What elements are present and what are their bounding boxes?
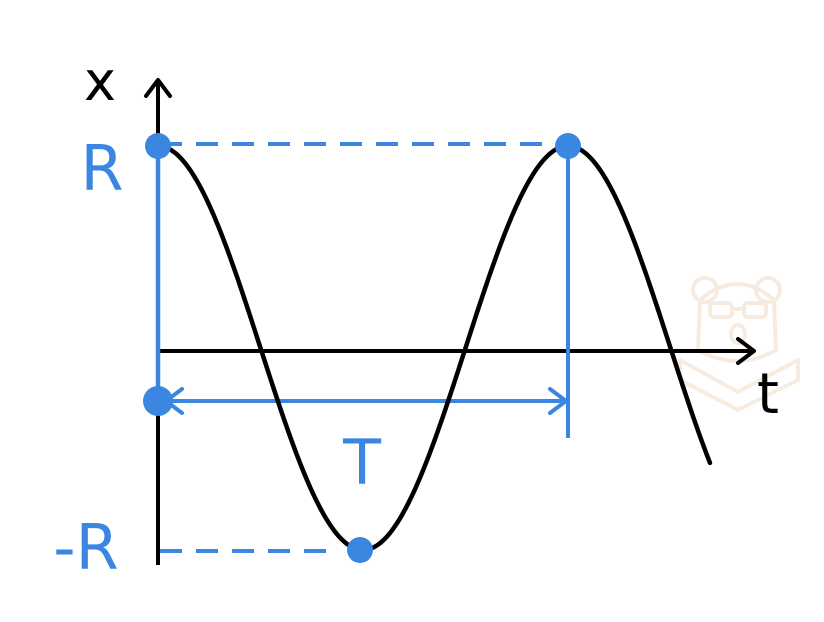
t-axis-arrowhead (736, 337, 756, 365)
period-arrowhead-right (548, 387, 568, 415)
period-label: T (342, 426, 382, 499)
period-start-point (143, 386, 173, 416)
bear-with-glasses-icon (678, 276, 800, 412)
y-axis-label: x (84, 50, 116, 113)
y-axis-arrowhead (144, 78, 172, 98)
oscillation-curve (155, 143, 713, 553)
amplitude-pos-label: R (80, 132, 123, 205)
t-axis-label: t (757, 362, 779, 427)
min-point (347, 537, 373, 563)
max-point-period (555, 133, 581, 159)
amplitude-neg-label: -R (53, 511, 118, 584)
max-point-start (145, 133, 171, 159)
